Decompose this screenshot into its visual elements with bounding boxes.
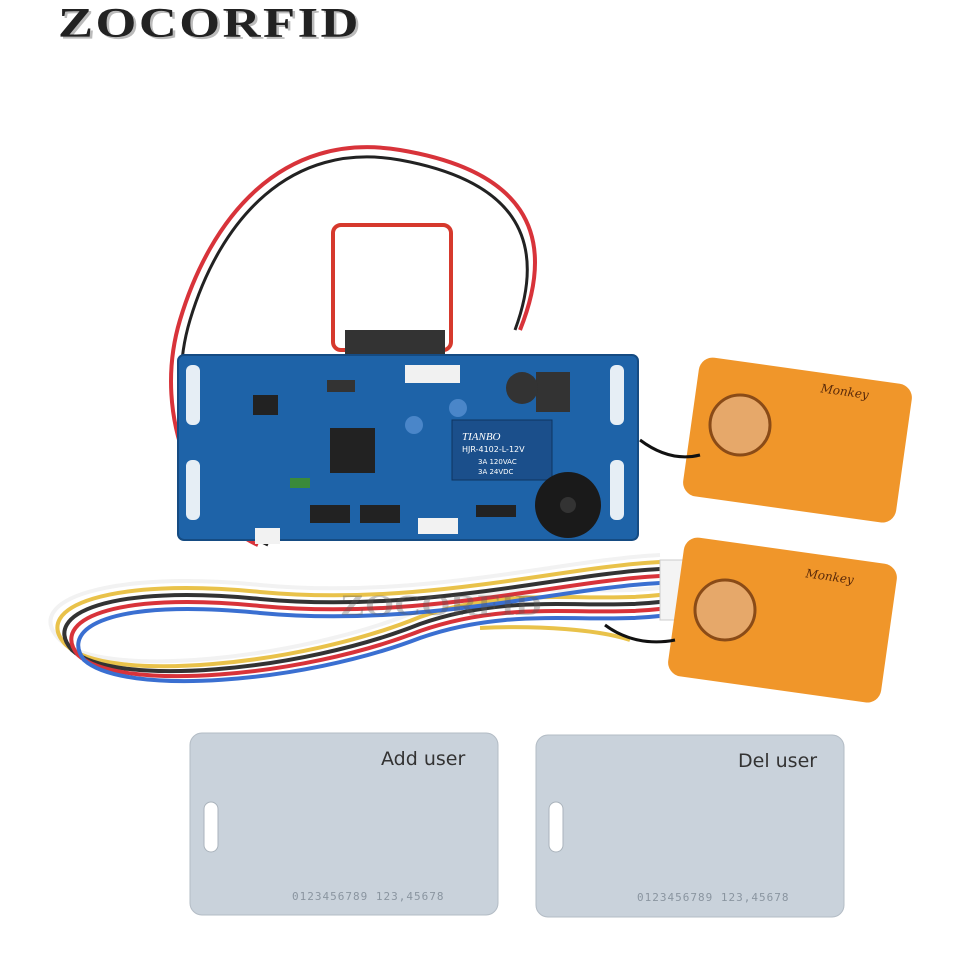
brand-logo: ZOCORFID <box>58 1 361 47</box>
rfid-tag-1: Monkey <box>639 357 912 523</box>
card-1-label: Add user <box>381 748 466 770</box>
relay-rating-ac: 3A 120VAC <box>478 458 517 466</box>
pcb-board: TIANBO HJR-4102-L-12V 3A 120VAC 3A 24VDC <box>177 354 639 544</box>
relay-brand: TIANBO <box>462 431 501 443</box>
card-add-user <box>189 732 499 916</box>
card-2-label: Del user <box>738 750 818 772</box>
card-del-user <box>535 734 845 918</box>
tag-2-label: Monkey <box>804 566 855 587</box>
watermark: ZOCORFID <box>340 589 543 622</box>
tag-1-label: Monkey <box>819 381 870 402</box>
relay-rating-dc: 3A 24VDC <box>478 468 514 476</box>
rfid-tag-2: Monkey <box>604 537 897 703</box>
card-2-number: 0123456789 123,45678 <box>637 891 790 904</box>
relay-model: HJR-4102-L-12V <box>462 445 525 454</box>
card-1-number: 0123456789 123,45678 <box>292 890 445 903</box>
